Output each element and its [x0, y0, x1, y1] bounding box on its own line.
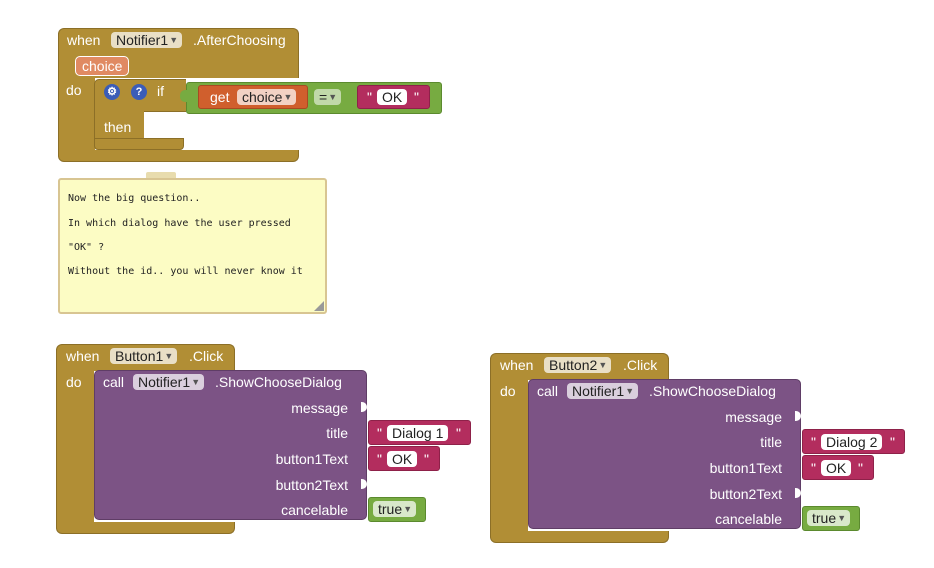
message-socket[interactable] [361, 402, 367, 412]
notifier-dropdown-label: Notifier1 [116, 32, 169, 48]
call-procedure-block[interactable] [94, 370, 367, 520]
event-name: .Click [623, 357, 658, 373]
cancelable-label: cancelable [281, 502, 348, 518]
chevron-down-icon: ▼ [403, 504, 413, 514]
button-dropdown[interactable]: Button2▼ [544, 357, 612, 373]
boolean-dropdown[interactable]: true▼ [807, 510, 851, 526]
close-quote: " [424, 451, 429, 467]
connector-tab [180, 90, 188, 102]
boolean-dropdown-label: true [378, 501, 403, 517]
text-ok-value[interactable]: OK [377, 89, 408, 105]
notifier-dropdown[interactable]: Notifier1▼ [567, 383, 639, 399]
close-quote: " [858, 460, 863, 476]
button-dropdown-label: Button2 [549, 357, 598, 373]
method-name: .ShowChooseDialog [649, 383, 776, 399]
button2text-socket[interactable] [795, 488, 801, 498]
resize-handle-icon[interactable] [314, 301, 324, 311]
comment-line: Now the big question.. [68, 193, 201, 204]
if-then-footer [94, 138, 184, 150]
call-label: call [103, 374, 125, 390]
open-quote: " [377, 425, 382, 441]
comment-line: "OK" ? [68, 242, 105, 253]
button1-text-value[interactable]: OK [821, 460, 852, 476]
title-label: title [760, 434, 782, 450]
message-socket[interactable] [795, 411, 801, 421]
variable-dropdown[interactable]: choice▼ [237, 89, 297, 105]
title-text-value[interactable]: Dialog 2 [821, 434, 883, 450]
notifier-dropdown-label: Notifier1 [572, 383, 625, 399]
button1text-label: button1Text [709, 460, 782, 476]
operator-dropdown[interactable]: =▼ [314, 89, 342, 105]
title-text-value[interactable]: Dialog 1 [387, 425, 449, 441]
call-label: call [537, 383, 559, 399]
do-label: do [66, 82, 82, 98]
button-dropdown-label: Button1 [115, 348, 164, 364]
gear-icon[interactable]: ⚙ [104, 84, 120, 100]
cancelable-label: cancelable [715, 511, 782, 527]
event-name: .AfterChoosing [193, 32, 286, 48]
open-quote: " [811, 460, 816, 476]
comment-line: In which dialog have the user pressed [68, 218, 291, 229]
comment-bubble[interactable]: Now the big question.. In which dialog h… [58, 178, 327, 314]
button1-text-value[interactable]: OK [387, 451, 418, 467]
close-quote: " [456, 425, 461, 441]
chevron-down-icon: ▼ [625, 386, 635, 396]
comment-tab [146, 172, 176, 180]
variable-dropdown-label: choice [242, 89, 283, 105]
when-label: when [66, 348, 100, 364]
when-label: when [500, 357, 534, 373]
operator-dropdown-label: = [319, 89, 328, 105]
chevron-down-icon: ▼ [191, 377, 201, 387]
do-label: do [500, 383, 516, 399]
event-footer [490, 531, 669, 543]
chevron-down-icon: ▼ [598, 360, 608, 370]
comment-line: Without the id.. you will never know it [68, 266, 303, 277]
chevron-down-icon: ▼ [328, 92, 338, 102]
event-spine [58, 76, 95, 152]
button1text-label: button1Text [275, 451, 348, 467]
method-name: .ShowChooseDialog [215, 374, 342, 390]
event-spine [56, 370, 94, 524]
message-label: message [725, 409, 782, 425]
boolean-dropdown[interactable]: true▼ [373, 501, 417, 517]
chevron-down-icon: ▼ [283, 92, 293, 102]
then-label: then [104, 119, 132, 135]
close-quote: " [414, 89, 419, 105]
notifier-dropdown-label: Notifier1 [138, 374, 191, 390]
question-icon[interactable]: ? [131, 84, 147, 100]
do-label: do [66, 374, 82, 390]
if-label: if [157, 83, 164, 99]
when-label: when [67, 32, 101, 48]
open-quote: " [367, 89, 372, 105]
button2text-socket[interactable] [361, 479, 367, 489]
close-quote: " [890, 434, 895, 450]
event-name: .Click [189, 348, 224, 364]
message-label: message [291, 400, 348, 416]
notifier-dropdown[interactable]: Notifier1▼ [133, 374, 205, 390]
open-quote: " [377, 451, 382, 467]
button2text-label: button2Text [709, 486, 782, 502]
chevron-down-icon: ▼ [837, 513, 847, 523]
open-quote: " [811, 434, 816, 450]
button-dropdown[interactable]: Button1▼ [110, 348, 178, 364]
event-footer [58, 150, 299, 162]
get-label: get [210, 89, 230, 105]
chevron-down-icon: ▼ [169, 35, 179, 45]
boolean-dropdown-label: true [812, 510, 837, 526]
event-spine [490, 379, 528, 533]
call-procedure-block[interactable] [528, 379, 801, 529]
chevron-down-icon: ▼ [164, 351, 174, 361]
button2text-label: button2Text [275, 477, 348, 493]
then-slot[interactable] [144, 113, 184, 137]
title-label: title [326, 425, 348, 441]
event-footer [56, 522, 235, 534]
notifier-dropdown[interactable]: Notifier1▼ [111, 32, 183, 48]
param-choice[interactable]: choice [75, 56, 130, 76]
